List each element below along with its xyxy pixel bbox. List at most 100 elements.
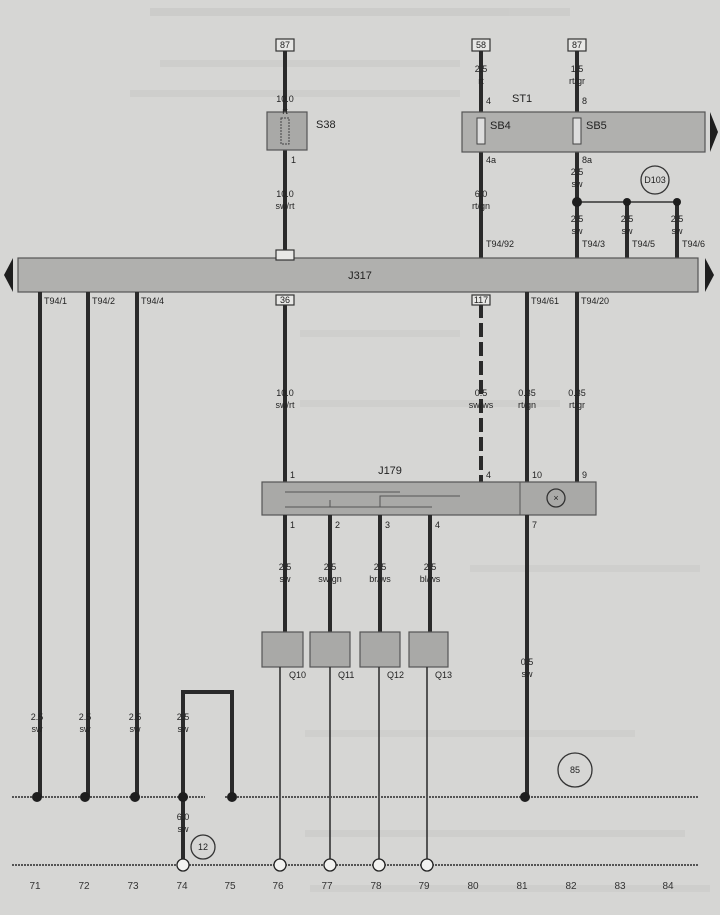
svg-text:0.5: 0.5 — [475, 388, 488, 398]
svg-text:1: 1 — [290, 470, 295, 480]
splice-node — [623, 198, 631, 206]
svg-text:10.0: 10.0 — [276, 388, 294, 398]
svg-text:0.35: 0.35 — [568, 388, 586, 398]
glow-plug-q12: Q12 — [359, 631, 404, 680]
svg-text:83: 83 — [614, 881, 626, 892]
svg-text:8a: 8a — [582, 155, 592, 165]
svg-text:2.5: 2.5 — [129, 712, 142, 722]
ground-nodes — [32, 792, 530, 802]
svg-text:T94/4: T94/4 — [141, 296, 164, 306]
svg-text:T94/92: T94/92 — [486, 239, 514, 249]
svg-text:rt/gr: rt/gr — [569, 76, 585, 86]
svg-text:S38: S38 — [316, 119, 336, 131]
fan-motor-icon — [546, 488, 566, 508]
svg-text:br/ws: br/ws — [369, 574, 391, 584]
svg-text:85: 85 — [570, 765, 580, 775]
control-unit-j317: J317 — [4, 249, 714, 293]
svg-text:Q13: Q13 — [435, 670, 452, 680]
svg-text:6.0: 6.0 — [475, 189, 488, 199]
svg-text:8: 8 — [582, 96, 587, 106]
fuse-s38: S38 — [266, 111, 336, 151]
svg-text:rt: rt — [478, 76, 484, 86]
top-wire-labels: 10.0 rt 1 1 10.0 sw/rt 36 2.5 rt 4 4a 6.… — [276, 64, 706, 249]
d103-label: D103 — [640, 165, 670, 195]
svg-text:sw: sw — [32, 724, 44, 734]
top-connector-2: 58 — [471, 38, 491, 52]
svg-text:sw/ws: sw/ws — [469, 400, 494, 410]
connector-36 — [275, 294, 295, 306]
svg-text:75: 75 — [224, 881, 236, 892]
svg-text:2.5: 2.5 — [31, 712, 44, 722]
svg-text:76: 76 — [272, 881, 284, 892]
svg-text:T94/3: T94/3 — [582, 239, 605, 249]
svg-text:6.0: 6.0 — [177, 812, 190, 822]
control-unit-j179: × J179 — [261, 465, 597, 516]
svg-text:7: 7 — [532, 520, 537, 530]
ground-wire-labels: 2.5 sw 2.5 sw 2.5 sw 2.5 sw 6.0 sw — [31, 712, 190, 834]
svg-text:sw: sw — [80, 724, 92, 734]
svg-text:10.0: 10.0 — [276, 189, 294, 199]
svg-text:Q12: Q12 — [387, 670, 404, 680]
svg-text:2.5: 2.5 — [424, 562, 437, 572]
svg-text:58: 58 — [476, 40, 486, 50]
svg-text:73: 73 — [127, 881, 139, 892]
svg-text:4: 4 — [486, 470, 491, 480]
svg-text:4: 4 — [486, 96, 491, 106]
svg-text:sw/rt: sw/rt — [276, 400, 295, 410]
svg-text:×: × — [553, 493, 558, 503]
svg-text:2.5: 2.5 — [621, 214, 634, 224]
svg-text:79: 79 — [418, 881, 430, 892]
svg-text:T94/61: T94/61 — [531, 296, 559, 306]
svg-text:rt/gn: rt/gn — [518, 400, 536, 410]
svg-text:2.5: 2.5 — [571, 214, 584, 224]
svg-text:D103: D103 — [644, 175, 666, 185]
glow-plug-q10: Q10 — [261, 631, 306, 680]
svg-text:1.5: 1.5 — [571, 64, 584, 74]
svg-text:87: 87 — [572, 40, 582, 50]
svg-text:1: 1 — [291, 155, 296, 165]
svg-text:sw: sw — [622, 226, 634, 236]
svg-text:87: 87 — [280, 40, 290, 50]
svg-text:10.0: 10.0 — [276, 94, 294, 104]
arrow-right-icon — [710, 112, 718, 152]
svg-text:2.5: 2.5 — [79, 712, 92, 722]
svg-text:9: 9 — [582, 470, 587, 480]
svg-text:sw: sw — [572, 226, 584, 236]
svg-text:2.5: 2.5 — [571, 167, 584, 177]
svg-text:2: 2 — [335, 520, 340, 530]
svg-text:78: 78 — [370, 881, 382, 892]
svg-text:10: 10 — [532, 470, 542, 480]
top-connector-1: 87 — [275, 38, 295, 52]
svg-text:2.5: 2.5 — [475, 64, 488, 74]
svg-text:74: 74 — [176, 881, 188, 892]
svg-text:ST1: ST1 — [512, 93, 532, 105]
out-wire-labels: 1 2 3 4 7 2.5 sw 2.5 sw/gn 2.5 br/ws 2.5… — [279, 520, 537, 679]
connector-117 — [471, 294, 491, 306]
bleed-through-text — [130, 8, 710, 892]
svg-text:sw: sw — [572, 179, 584, 189]
top-connector-3: 87 — [567, 38, 587, 52]
svg-text:rt/gr: rt/gr — [569, 400, 585, 410]
svg-text:36: 36 — [280, 295, 290, 305]
svg-text:2.5: 2.5 — [324, 562, 337, 572]
mid-wire-labels: T94/1 T94/2 T94/4 36 10.0 sw/rt 1 117 0.… — [44, 295, 609, 480]
svg-text:sw: sw — [280, 574, 292, 584]
svg-text:80: 80 — [467, 881, 479, 892]
svg-text:rt: rt — [282, 106, 288, 116]
svg-text:2.5: 2.5 — [177, 712, 190, 722]
column-numbers: 71 72 73 74 75 76 77 78 79 80 81 82 83 8… — [29, 881, 674, 892]
svg-text:bl/ws: bl/ws — [420, 574, 441, 584]
svg-text:Q10: Q10 — [289, 670, 306, 680]
svg-text:T94/5: T94/5 — [632, 239, 655, 249]
svg-text:T94/1: T94/1 — [44, 296, 67, 306]
svg-text:1: 1 — [290, 520, 295, 530]
ground-point-12: 12 — [190, 834, 216, 860]
svg-text:J179: J179 — [378, 465, 402, 477]
arrow-right-icon — [705, 258, 714, 292]
fuse-holder-st1: ST1 SB4 SB5 — [461, 93, 718, 153]
svg-text:117: 117 — [474, 295, 488, 305]
svg-text:12: 12 — [198, 842, 208, 852]
arrow-left-icon — [4, 258, 13, 292]
svg-text:rt/gn: rt/gn — [472, 201, 490, 211]
